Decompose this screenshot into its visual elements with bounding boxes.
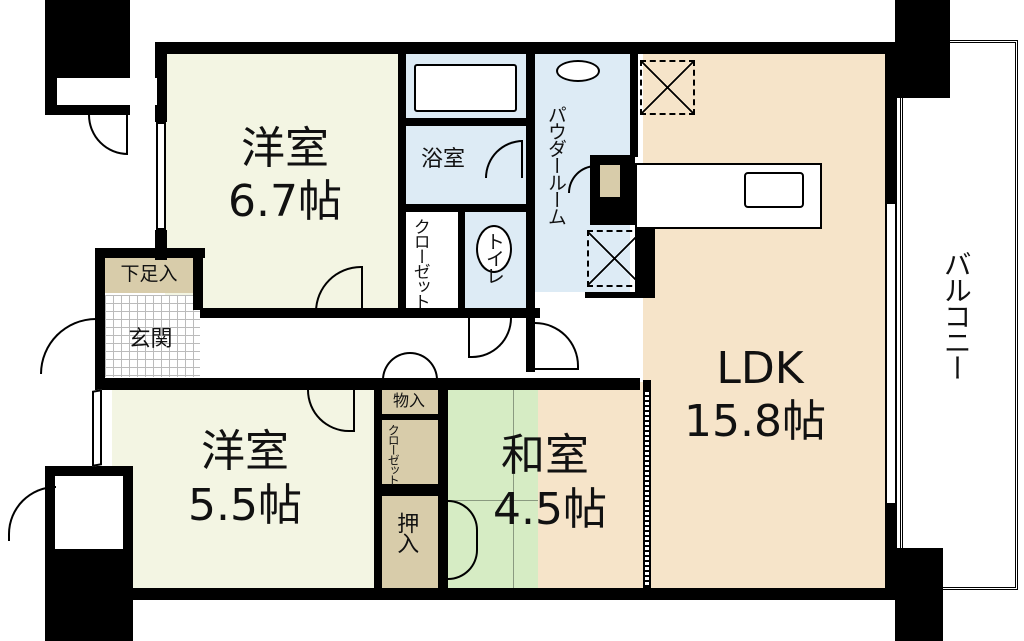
- closet-1: [405, 210, 460, 315]
- window: [885, 202, 897, 505]
- pipe-space: [600, 165, 620, 197]
- wall: [380, 484, 440, 496]
- column: [895, 548, 943, 641]
- wall: [193, 248, 203, 310]
- oshiire-label: 押入: [393, 512, 419, 552]
- wall: [155, 42, 900, 54]
- column-recess: [57, 78, 157, 105]
- sliding-door: [643, 390, 651, 588]
- bathtub-icon: [414, 64, 517, 112]
- shoe-storage: [105, 258, 193, 293]
- wall: [885, 505, 897, 600]
- wall: [630, 52, 638, 157]
- window: [92, 389, 102, 467]
- storage: [380, 390, 438, 416]
- wall: [398, 52, 406, 317]
- column: [895, 0, 950, 98]
- ldk-size: 15.8帖: [684, 396, 826, 447]
- closet-2: [380, 420, 438, 484]
- wall: [458, 210, 465, 310]
- wash-basin-icon: [556, 60, 600, 82]
- entrance-door[interactable]: [40, 318, 96, 374]
- exterior-door[interactable]: [8, 486, 56, 541]
- entrance: [105, 295, 200, 377]
- wall: [95, 248, 205, 258]
- sink-icon: [744, 172, 804, 208]
- japanese-room-size: 4.5帖: [493, 484, 607, 535]
- wall: [585, 292, 655, 298]
- wall: [438, 385, 448, 590]
- balcony-door[interactable]: [88, 105, 128, 155]
- wall: [405, 204, 530, 212]
- wall: [380, 414, 440, 420]
- wall: [374, 385, 382, 590]
- toilet-label: トイレ: [482, 232, 505, 283]
- western-room-2-name: 洋室: [201, 426, 289, 477]
- wall: [95, 248, 105, 388]
- closet-2-label: クローゼット: [386, 424, 401, 484]
- balcony: [900, 40, 1018, 590]
- ldk-name: LDK: [716, 343, 804, 394]
- wall: [100, 588, 900, 600]
- japanese-room-name: 和室: [501, 430, 589, 481]
- toilet-icon: [476, 225, 512, 273]
- wall: [200, 308, 540, 318]
- wall: [405, 118, 528, 126]
- closet-1-label: クローゼット: [409, 217, 430, 308]
- shoe-storage-label: 下足入: [120, 263, 178, 285]
- storage-x-box: [587, 230, 642, 287]
- oshiire: [380, 496, 438, 588]
- western-room-1-size: 6.7帖: [228, 176, 342, 227]
- wall: [95, 378, 640, 390]
- window: [156, 122, 166, 230]
- entrance-label: 玄関: [128, 327, 173, 352]
- balcony-label: バルコニー: [939, 250, 973, 380]
- wall: [155, 42, 167, 122]
- storage-label: 物入: [392, 391, 425, 410]
- storage-x-box: [640, 60, 695, 115]
- wall: [885, 52, 897, 202]
- powder-room-label: パウダールーム: [544, 105, 567, 224]
- western-room-1-name: 洋室: [241, 123, 329, 174]
- column-recess: [55, 476, 123, 549]
- bathroom-label: 浴室: [420, 147, 465, 172]
- western-room-2-size: 5.5帖: [188, 480, 302, 531]
- wall: [526, 52, 535, 372]
